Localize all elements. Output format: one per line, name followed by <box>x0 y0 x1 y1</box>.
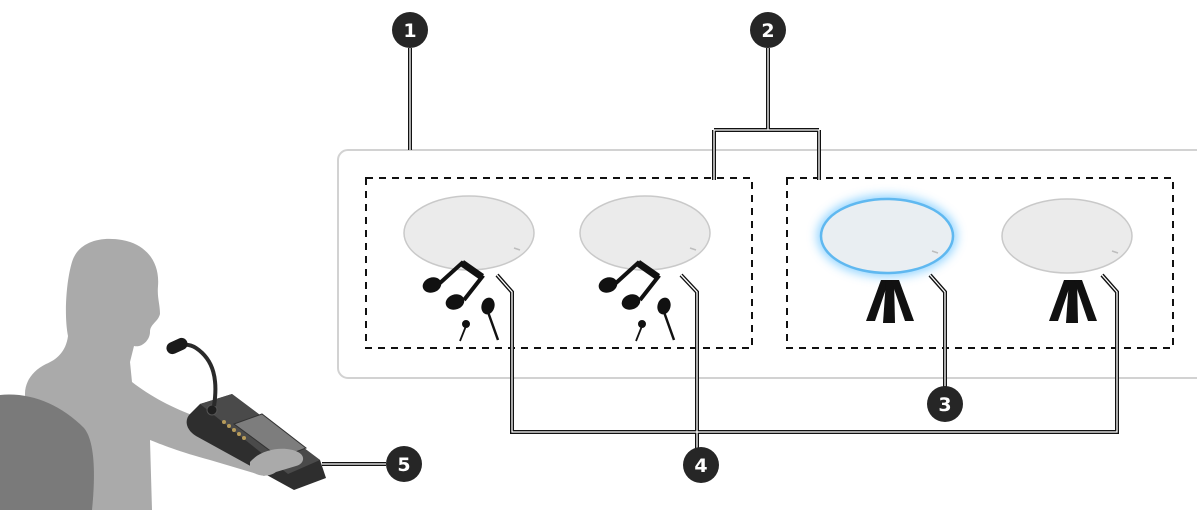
callout-4-label: 4 <box>694 455 707 477</box>
callout-5: 5 <box>386 446 422 482</box>
callout-5-label: 5 <box>397 454 410 476</box>
speaker-4 <box>1001 198 1133 274</box>
leader-2 <box>712 48 821 180</box>
callout-4: 4 <box>683 447 719 483</box>
speaker-3-highlighted <box>817 195 957 277</box>
callout-3-label: 3 <box>938 394 951 416</box>
speaker-1 <box>403 195 535 271</box>
music-notes-icon <box>422 260 500 342</box>
zone-left <box>365 177 753 349</box>
music-notes-icon <box>598 260 676 342</box>
hand <box>250 448 304 476</box>
speaker-bus-line <box>495 273 1119 455</box>
zone-right <box>786 177 1174 349</box>
sound-waves-icon <box>866 280 914 323</box>
speaker-2 <box>579 195 711 271</box>
callout-1-label: 1 <box>403 20 416 42</box>
sound-waves-icon <box>1049 280 1097 323</box>
callout-2: 2 <box>750 12 786 48</box>
site-panel <box>337 149 1197 379</box>
callout-3: 3 <box>927 386 963 422</box>
callout-2-label: 2 <box>761 20 774 42</box>
chair-back <box>0 394 94 510</box>
callout-1: 1 <box>392 12 428 48</box>
